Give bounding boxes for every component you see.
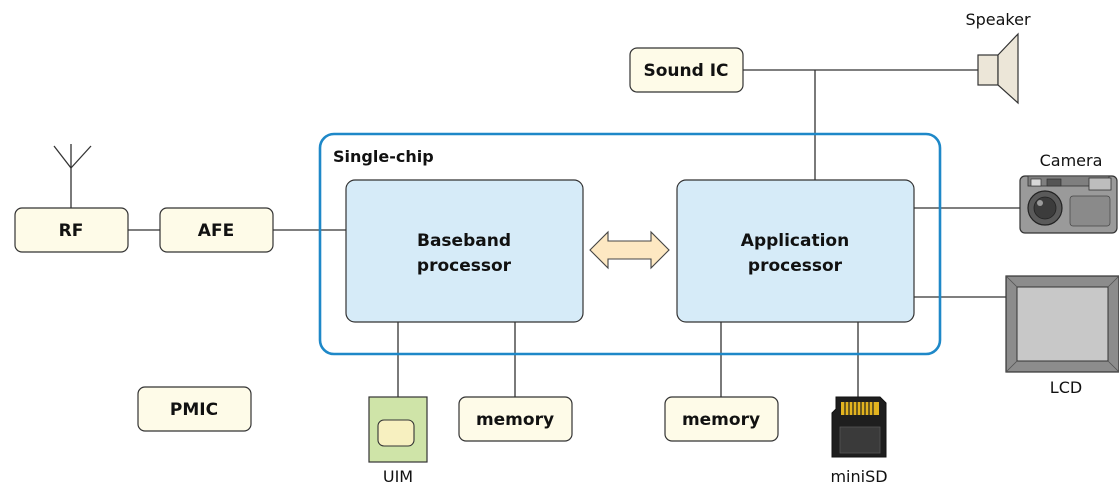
pmic-label: PMIC — [170, 400, 218, 420]
baseband-label-line1: Baseband — [417, 231, 511, 251]
memory-right-block: memory — [664, 396, 779, 442]
memory-left-label: memory — [476, 410, 554, 430]
memory-right-label: memory — [682, 410, 760, 430]
application-label-line2: processor — [748, 256, 843, 276]
memory-left-block: memory — [458, 396, 573, 442]
baseband-label-line2: processor — [417, 256, 512, 276]
antenna-icon — [53, 144, 92, 169]
afe-block: AFE — [159, 207, 274, 253]
sound-ic-block: Sound IC — [629, 47, 744, 93]
single-chip-label: Single-chip — [333, 147, 434, 166]
camera-icon — [1019, 175, 1118, 234]
baseband-processor-block: Baseband processor — [345, 179, 584, 323]
rf-block: RF — [14, 207, 129, 253]
single-chip-container — [318, 132, 942, 356]
speaker-label: Speaker — [965, 10, 1031, 29]
application-processor-block: Application processor — [676, 179, 915, 323]
lcd-label: LCD — [1050, 378, 1082, 397]
lcd-icon — [1005, 275, 1119, 373]
application-label-line1: Application — [741, 231, 849, 251]
pmic-block: PMIC — [137, 386, 252, 432]
afe-label: AFE — [198, 221, 234, 241]
uim-card-icon — [368, 396, 428, 463]
connector-lines — [70, 69, 1020, 397]
rf-label: RF — [59, 221, 84, 241]
uim-label: UIM — [383, 467, 413, 486]
camera-label: Camera — [1040, 151, 1103, 170]
bidirectional-arrow-icon — [589, 230, 670, 270]
speaker-icon — [977, 32, 1019, 105]
minisd-label: miniSD — [830, 467, 887, 486]
sound-ic-label: Sound IC — [643, 61, 728, 81]
minisd-card-icon — [831, 396, 887, 458]
